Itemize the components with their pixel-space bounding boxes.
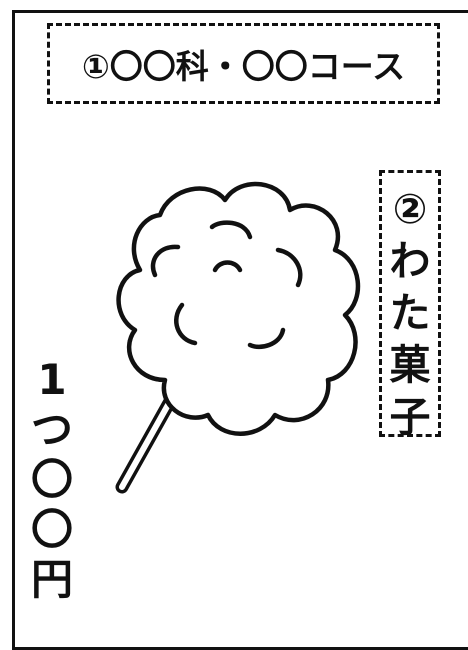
price-char: 〇 xyxy=(30,505,73,554)
department-course-label: ①〇〇科・〇〇コース xyxy=(81,46,406,86)
product-name-char: ② xyxy=(392,185,428,233)
department-course-box: ①〇〇科・〇〇コース xyxy=(47,23,440,104)
product-name-char: 菓 xyxy=(389,341,431,389)
price-label: 1 つ 〇 〇 円 xyxy=(26,355,78,605)
product-name-box: ② わ た 菓 子 xyxy=(379,170,441,441)
price-char: つ xyxy=(30,405,73,454)
cotton-candy-illustration xyxy=(115,181,361,494)
product-name-char: 子 xyxy=(389,393,431,441)
price-char: 〇 xyxy=(30,455,73,504)
price-char: 円 xyxy=(30,555,73,604)
product-name-char: わ xyxy=(389,237,431,285)
cotton-candy-swirls xyxy=(150,220,303,350)
price-char: 1 xyxy=(37,355,67,404)
cotton-candy-cloud xyxy=(116,181,361,436)
product-name-char: た xyxy=(389,289,431,337)
